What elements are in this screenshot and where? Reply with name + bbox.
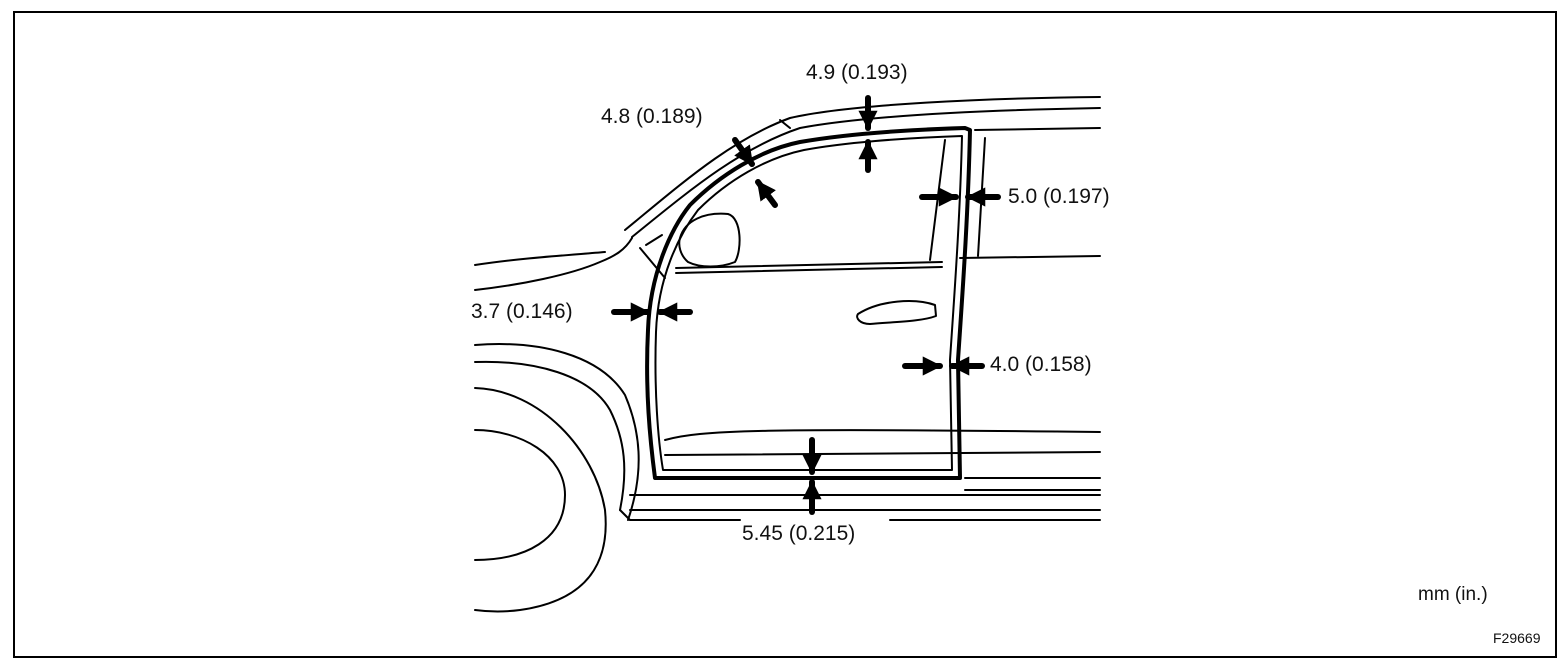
measurement-bottom-sill: 5.45 (0.215)	[742, 522, 856, 545]
door-weatherstrip	[645, 126, 972, 480]
door-handle	[856, 300, 937, 325]
measurement-front-hinge: 3.7 (0.146)	[471, 300, 573, 323]
side-mirror	[678, 212, 741, 268]
roof-lines	[624, 96, 1101, 238]
measurement-front-pillar: 4.8 (0.189)	[601, 105, 703, 128]
measurement-rear-upper: 5.0 (0.197)	[1008, 185, 1110, 208]
measurement-arrows	[611, 95, 1001, 515]
hood-line	[474, 237, 633, 291]
units-label: mm (in.)	[1418, 584, 1488, 605]
measurement-rear-lower: 4.0 (0.158)	[990, 353, 1092, 376]
figure-id: F29669	[1493, 630, 1541, 646]
diagram-frame	[13, 11, 1557, 658]
measurement-top-roof: 4.9 (0.193)	[806, 61, 908, 84]
wheel-and-fender	[474, 343, 640, 613]
arrow-front-pillar-out	[755, 179, 778, 208]
arrow-front-pillar-in	[732, 137, 755, 167]
a-pillar	[639, 234, 666, 279]
